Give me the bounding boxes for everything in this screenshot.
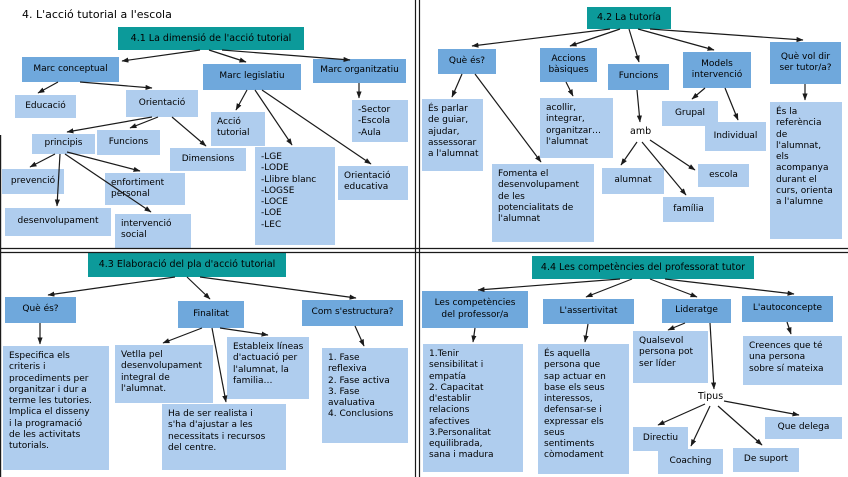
node-que-delega: Que delega (765, 417, 842, 439)
node-marc-conceptual: Marc conceptual (22, 57, 119, 82)
node-familia: família (663, 197, 714, 222)
q1-title: 4.1 La dimensió de l'acció tutorial (118, 27, 304, 50)
node-que-vol-dir-ser-tutor: Què vol dir ser tutor/a? (770, 42, 841, 84)
node-assertivitat: L'assertivitat (543, 299, 634, 324)
node-marc-legislatiu: Marc legislatiu (203, 64, 301, 90)
node-que-es-pla: Què és? (5, 297, 76, 323)
node-lideratge: Lideratge (662, 299, 731, 323)
node-especifica-criteris: Especifica els criteris i procediments p… (3, 346, 109, 470)
node-autoconcepte: L'autoconcepte (742, 296, 833, 322)
node-enfortiment-personal: enfortiment personal (105, 173, 185, 205)
node-accions-basiques: Accions bàsiques (540, 48, 597, 82)
node-funcions-tutoria: Funcions (608, 64, 669, 90)
label-amb: amb (630, 126, 652, 137)
node-de-suport: De suport (733, 448, 799, 472)
node-desenvolupament: desenvolupament (5, 208, 111, 236)
node-coaching: Coaching (658, 449, 723, 474)
node-dimensions: Dimensions (170, 148, 246, 171)
node-grupal: Grupal (662, 101, 718, 126)
node-lleis-educatives: -LGE -LODE -Llibre blanc -LOGSE -LOCE -L… (255, 147, 335, 245)
node-alumnat: alumnat (602, 168, 664, 194)
q3-title: 4.3 Elaboració del pla d'acció tutorial (88, 253, 286, 277)
node-es-la-referencia: És la referència de l'alumnat, els acomp… (770, 102, 842, 239)
node-finalitat: Finalitat (178, 301, 244, 328)
q2-title: 4.2 La tutoría (587, 7, 671, 29)
node-directiu: Directiu (633, 427, 688, 451)
node-qualsevol-lider: Qualsevol persona pot ser líder (633, 331, 708, 383)
node-creences: Creences que té una persona sobre sí mat… (743, 336, 842, 385)
node-fomenta-desenvolupament: Fomenta el desenvolupament de les potenc… (492, 164, 594, 242)
node-acollir-integrar: acollir, integrar, organitzar… l'alumnat (540, 98, 613, 158)
node-ha-de-ser-realista: Ha de ser realista i s'ha d'ajustar a le… (162, 404, 286, 470)
node-orientacio-educativa: Orientació educativa (338, 166, 408, 200)
node-intervencio-social: intervenció social (115, 214, 191, 248)
node-orientacio: Orientació (126, 90, 198, 117)
node-estableix-linies: Estableix líneas d'actuació per l'alumna… (227, 337, 309, 399)
node-prevencio: prevenció (2, 169, 64, 194)
q4-title: 4.4 Les competències del professorat tut… (532, 256, 754, 279)
label-tipus: Tipus (698, 391, 724, 402)
node-que-es-tutoria: Què és? (438, 49, 496, 74)
node-educacio: Educació (15, 95, 76, 118)
node-tenir-sensibilitat: 1.Tenir sensibilitat i empatía 2. Capaci… (423, 344, 523, 472)
node-es-aquella-persona: És aquella persona que sap actuar en bas… (538, 344, 629, 474)
node-marc-organitzatiu: Marc organitzatiu (313, 59, 406, 83)
node-escola: escola (698, 164, 749, 187)
node-funcions-orientacio: Funcions (97, 130, 160, 155)
node-principis: principis (32, 134, 95, 154)
node-accio-tutorial: Acció tutorial (211, 112, 265, 146)
node-fases: 1. Fase reflexiva 2. Fase activa 3. Fase… (322, 348, 408, 443)
node-com-sestructura: Com s'estructura? (302, 300, 403, 326)
node-sector-escola-aula: -Sector -Escola -Aula (352, 100, 408, 142)
node-individual: Individual (705, 122, 766, 151)
node-vetlla-desenvolupament: Vetlla pel desenvolupament integral de l… (115, 345, 213, 403)
node-competencies-professor: Les competències del professor/a (422, 291, 528, 328)
node-es-parlar-de-guiar: És parlar de guiar, ajudar, assessorar a… (422, 99, 483, 171)
node-models-intervencio: Models intervenció (683, 52, 751, 88)
page-title: 4. L'acció tutorial a l'escola (22, 8, 172, 21)
